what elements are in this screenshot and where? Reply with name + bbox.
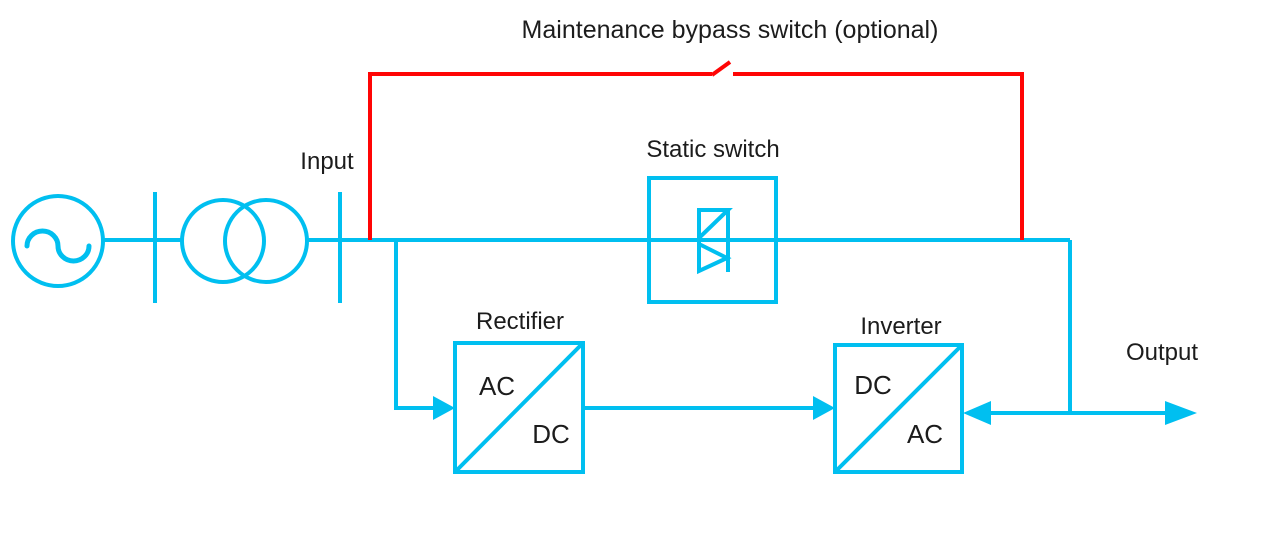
bypass-switch-blade-icon <box>710 60 732 77</box>
inverter-label: Inverter <box>860 313 942 340</box>
bypass-line-right <box>733 72 1024 240</box>
static-switch-label: Static switch <box>646 136 780 163</box>
rectifier-ac-label: AC <box>478 371 516 401</box>
rectifier-diagonal <box>455 343 583 472</box>
inverter-dc-label: DC <box>854 370 892 400</box>
diagram-title: Maintenance bypass switch (optional) <box>521 16 939 44</box>
triac-lower-triangle <box>697 240 732 275</box>
static-switch-box <box>647 176 778 304</box>
transformer-primary-circle <box>180 198 266 284</box>
output-label: Output <box>1125 339 1199 366</box>
rectifier-branch-line <box>394 240 436 410</box>
transformer-icon <box>180 198 309 284</box>
rectifier-label: Rectifier <box>475 308 565 335</box>
input-label: Input <box>300 148 354 175</box>
inverter-backfeed-arrow-icon <box>963 401 991 425</box>
inverter-input-arrow-icon <box>813 396 835 420</box>
rectifier-input-arrow-icon <box>433 396 455 420</box>
rectifier-dc-label: DC <box>532 419 570 449</box>
bypass-line-left <box>368 72 712 240</box>
ac-source-icon <box>11 194 105 288</box>
sine-wave-icon <box>24 228 92 264</box>
inverter-box <box>833 343 964 474</box>
transformer-secondary-circle <box>223 198 309 284</box>
inverter-diagonal <box>835 345 962 472</box>
triac-icon <box>697 208 733 275</box>
triac-upper-triangle <box>697 208 733 243</box>
output-arrow-icon <box>1165 401 1197 425</box>
inverter-ac-label: AC <box>906 419 944 449</box>
